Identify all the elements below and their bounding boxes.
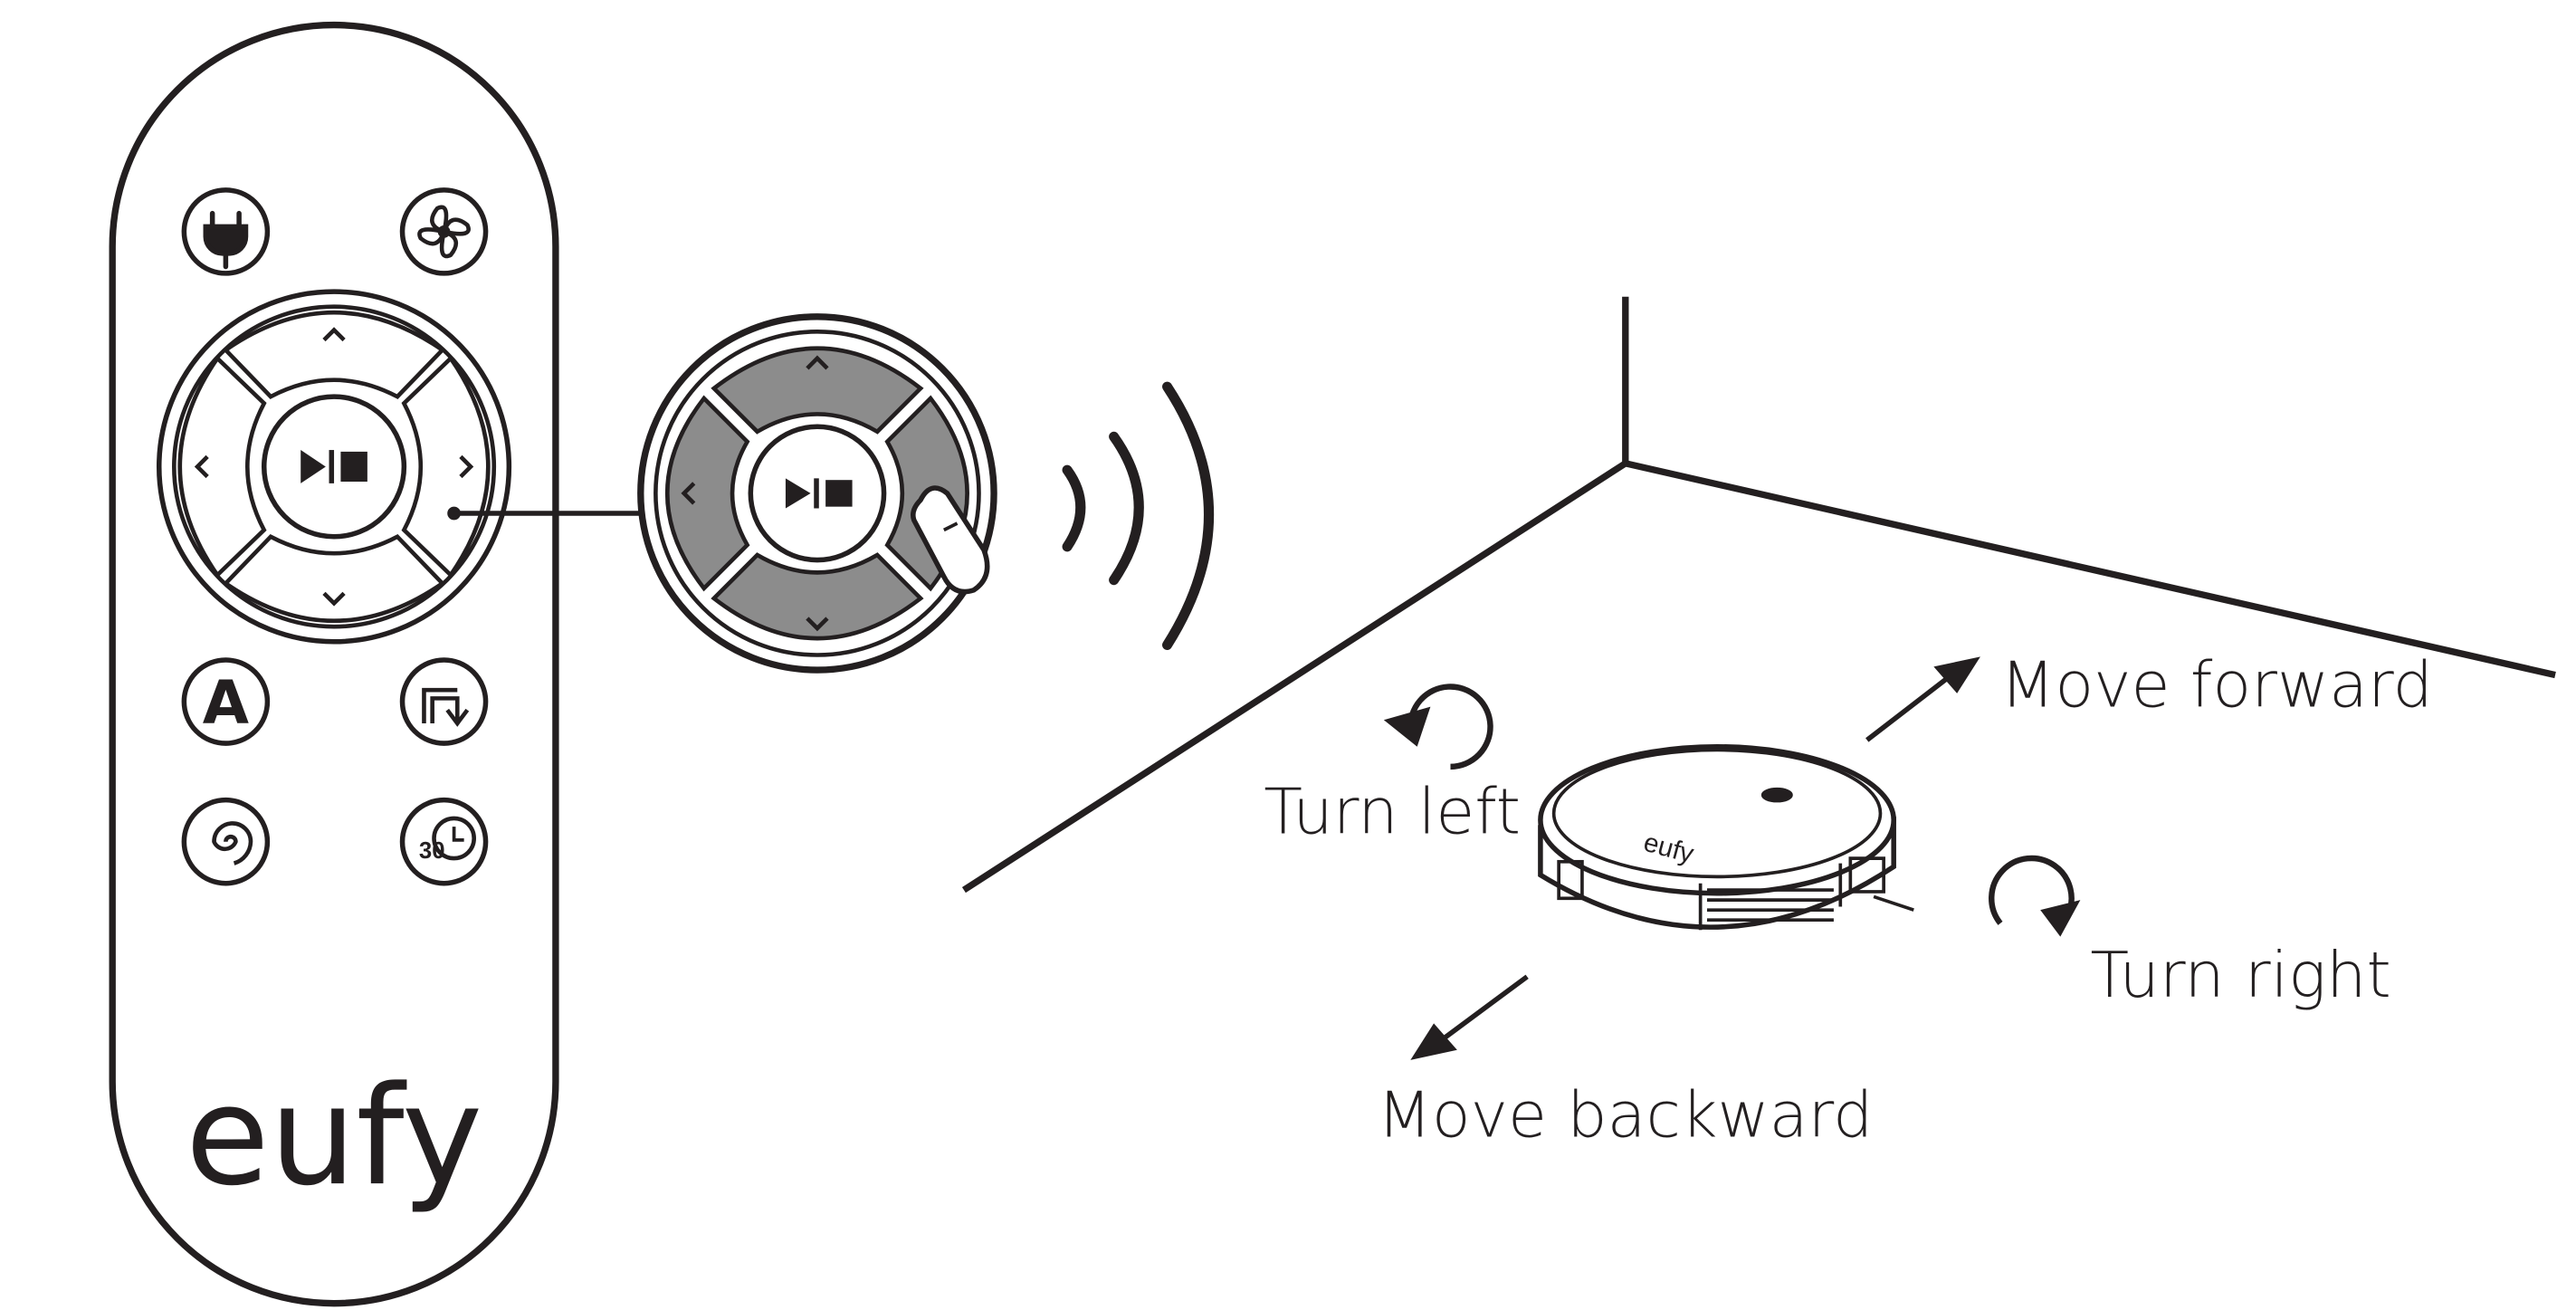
spot-clean-icon xyxy=(181,797,271,886)
left-arrow-icon xyxy=(194,454,209,479)
edge-clean-icon xyxy=(399,657,489,746)
robot-vacuum: eufy xyxy=(1538,743,1914,931)
move-backward-label: Move backward xyxy=(1377,1079,1873,1152)
zoom-left-pad xyxy=(664,395,750,592)
timer-30-icon: 30 xyxy=(399,797,489,886)
signal-waves-icon xyxy=(1062,381,1215,650)
zoomed-dpad xyxy=(637,313,997,674)
zoom-down-pad xyxy=(711,552,924,641)
auto-clean-icon: A xyxy=(181,657,271,746)
turn-left-indicator: Turn left xyxy=(1264,684,1521,848)
remote-left-pad xyxy=(177,355,267,579)
move-backward-indicator: Move backward xyxy=(1377,974,1873,1152)
remote-down-pad xyxy=(222,533,446,623)
remote-up-pad xyxy=(222,311,446,399)
finger-icon xyxy=(911,485,990,595)
play-pause-stop-icon xyxy=(301,450,367,483)
right-arrow-icon xyxy=(459,454,474,479)
zoom-up-pad xyxy=(711,346,924,435)
up-arrow-icon xyxy=(322,327,346,342)
down-arrow-icon xyxy=(322,591,346,607)
remote-brand-logo: eufy xyxy=(186,1057,482,1216)
fan-icon xyxy=(399,187,489,276)
move-forward-indicator: Move forward xyxy=(1865,649,2433,742)
timer-30-label: 30 xyxy=(419,838,445,864)
turn-left-label: Turn left xyxy=(1264,775,1521,848)
room-corner xyxy=(961,296,2556,894)
turn-right-label: Turn right xyxy=(2090,939,2390,1012)
remote-right-pad xyxy=(401,355,491,579)
remote-control: A 30 eufy xyxy=(109,21,559,1307)
move-forward-label: Move forward xyxy=(2000,649,2433,722)
turn-right-indicator: Turn right xyxy=(1989,855,2391,1012)
remote-dpad xyxy=(156,289,512,645)
auto-clean-glyph: A xyxy=(203,667,249,738)
power-icon xyxy=(181,187,271,276)
